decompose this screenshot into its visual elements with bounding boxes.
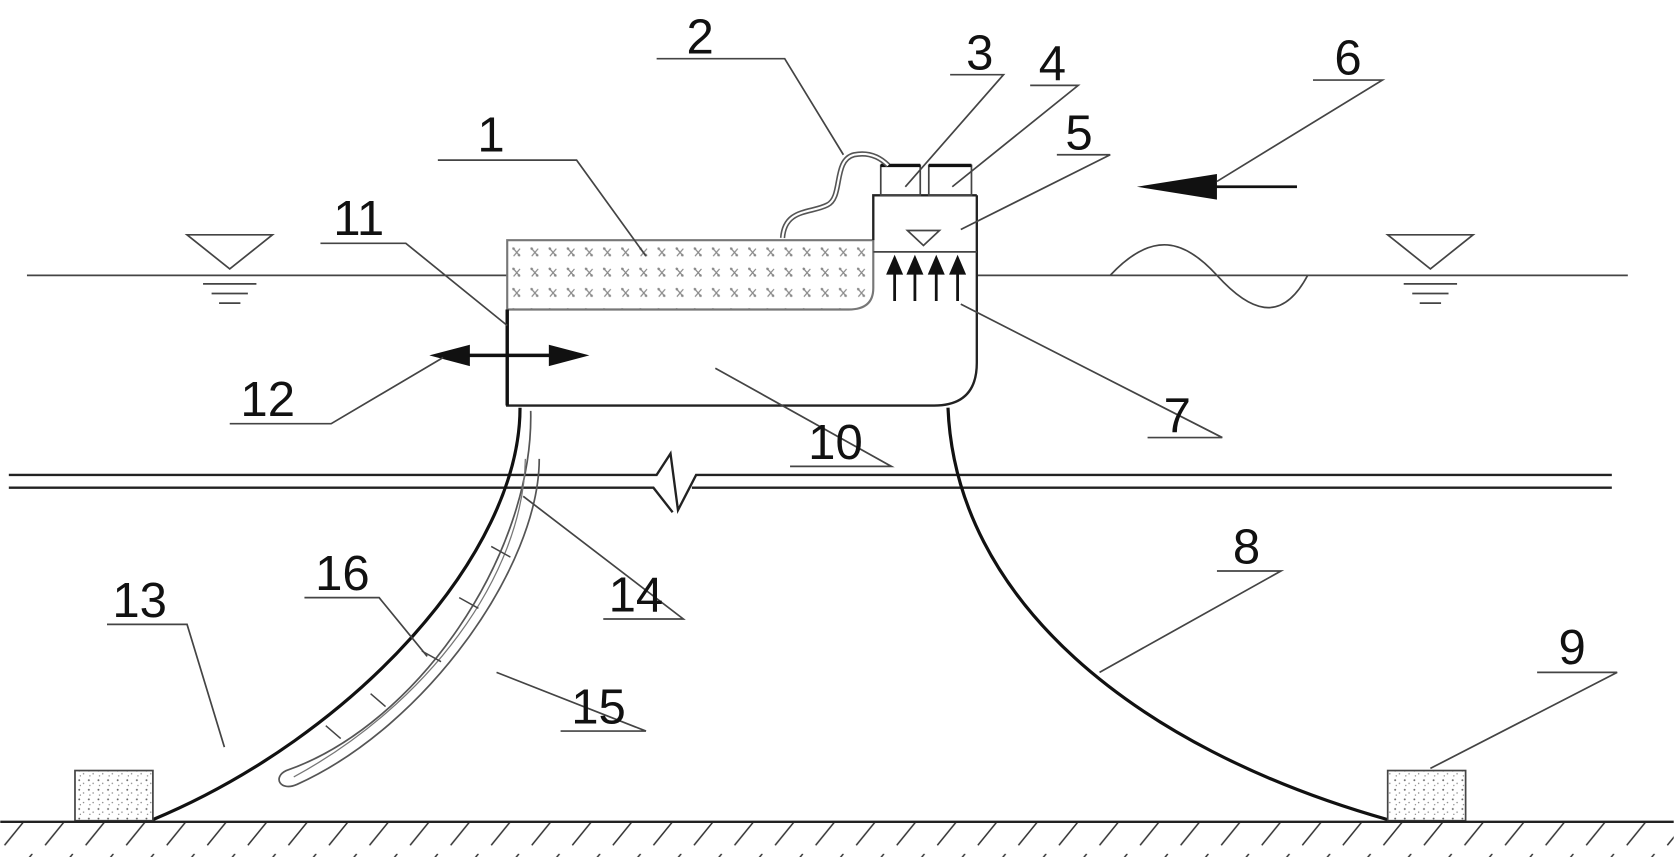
mooring-line-13 [152,407,522,822]
anchor-block-9 [1386,769,1467,822]
chamber [872,194,977,241]
label-2: 2 [687,10,714,64]
label-11: 11 [333,192,384,246]
sensor-cable-14-15-16 [278,410,541,788]
leader-lines [107,57,1618,770]
label-13: 13 [112,574,167,628]
depth-break-lines [8,450,1612,515]
label-9: 9 [1558,621,1585,675]
double-arrow-icon [429,344,590,367]
label-12: 12 [240,373,295,427]
mooring-line-8 [946,407,1389,822]
device-box-3 [879,164,922,197]
seabed [0,820,1674,857]
label-16: 16 [315,547,370,601]
label-1: 1 [477,109,504,163]
wave-direction-arrow-icon [1136,173,1297,200]
floating-hull [505,151,978,407]
label-10: 10 [808,416,863,470]
device-box-4 [927,164,973,197]
label-8: 8 [1233,521,1260,575]
air-flow-arrows [886,254,967,301]
water-surface [26,243,1628,309]
label-7: 7 [1164,389,1191,443]
label-4: 4 [1039,37,1066,91]
water-level-symbol-left [184,233,275,304]
label-14: 14 [609,569,664,623]
water-level-symbol-right [1385,233,1476,304]
label-5: 5 [1065,106,1092,160]
wave-icon [1109,243,1309,309]
buoyancy-block [506,239,875,311]
label-15: 15 [571,681,626,735]
label-3: 3 [966,26,993,80]
label-6: 6 [1334,32,1361,86]
anchor-block-left [74,769,154,822]
